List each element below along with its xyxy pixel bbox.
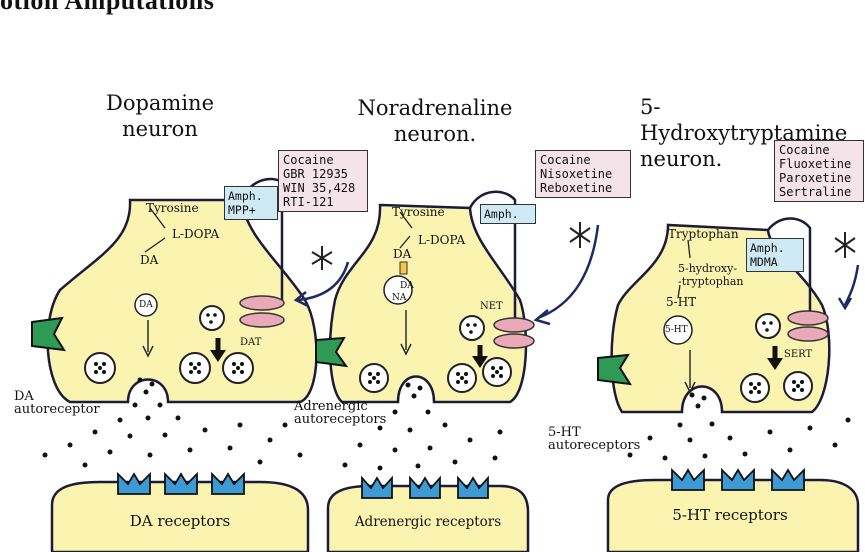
dopamine-releasers: Amph. MPP+	[224, 186, 278, 220]
noradrenaline-uptake-blockers: Cocaine Nisoxetine Reboxetine	[535, 150, 631, 198]
dopamine-neuron-title: Dopamine neuron	[100, 90, 220, 142]
dopamine-autoreceptor: DA autoreceptor	[14, 390, 100, 416]
dopamine-precursor: Tyrosine	[146, 202, 199, 215]
dopamine-receptors-label: DA receptors	[70, 512, 290, 530]
dopamine-vesicle-label: DA	[139, 299, 153, 312]
adrenergic-receptors-label: Adrenergic receptors	[330, 514, 526, 530]
adrenergic-autoreceptor: Adrenergic autoreceptors	[294, 400, 386, 426]
serotonin-uptake-blockers: Cocaine Fluoxetine Paroxetine Sertraline	[774, 140, 864, 202]
noradrenaline-transmitter: DA	[393, 248, 411, 261]
dopamine-intermediate: L-DOPA	[172, 228, 219, 241]
serotonin-releasers: Amph. MDMA	[746, 238, 804, 272]
dopamine-transporter: DAT	[240, 336, 261, 349]
serotonin-transporter: SERT	[784, 348, 812, 361]
noradrenaline-neuron-title: Noradrenaline neuron.	[355, 95, 515, 147]
noradrenaline-releasers: Amph.	[480, 204, 536, 224]
noradrenaline-precursor: Tyrosine	[392, 206, 445, 219]
serotonin-receptors-label: 5-HT receptors	[620, 506, 840, 524]
noradrenaline-vesicle-na: NA	[392, 292, 406, 305]
serotonin-intermediate: 5-hydroxy- -tryptophan	[678, 262, 743, 288]
noradrenaline-intermediate: L-DOPA	[418, 234, 465, 247]
noradrenaline-transporter: NET	[480, 300, 503, 313]
serotonin-autoreceptor: 5-HT autoreceptors	[548, 426, 640, 452]
dopamine-uptake-blockers: Cocaine GBR 12935 WIN 35,428 RTI-121	[278, 150, 368, 212]
serotonin-vesicle-label: 5-HT	[665, 324, 688, 337]
serotonin-precursor: Tryptophan	[668, 228, 739, 241]
serotonin-transmitter: 5-HT	[666, 296, 696, 309]
dopamine-transmitter: DA	[140, 254, 158, 267]
